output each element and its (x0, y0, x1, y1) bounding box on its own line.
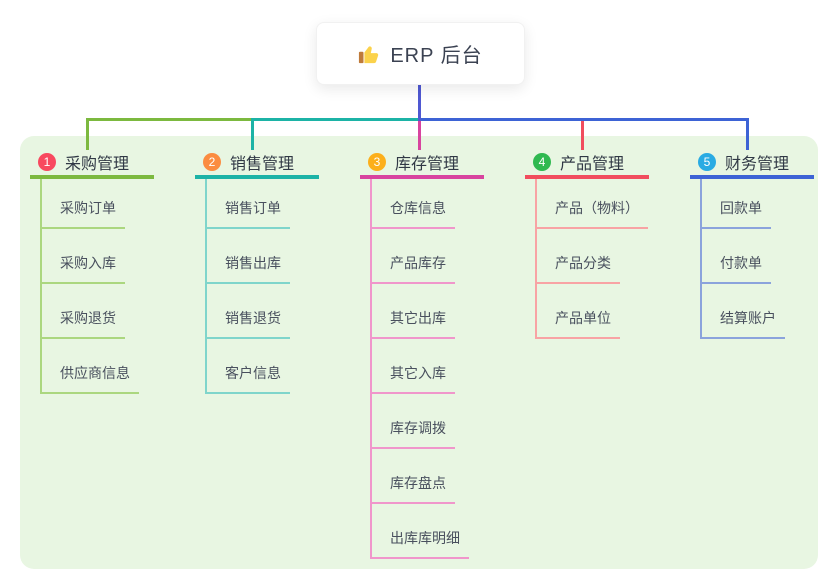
branches-panel (20, 136, 818, 569)
child-node[interactable]: 供应商信息 (42, 339, 154, 394)
child-label: 产品库存 (372, 253, 455, 284)
child-label: 产品单位 (537, 308, 620, 339)
child-label: 仓库信息 (372, 198, 455, 229)
child-label: 销售退货 (207, 308, 290, 339)
branch-header-procurement[interactable]: 1 采购管理 (30, 148, 154, 179)
connector-horizontal-branch1 (86, 118, 253, 121)
child-node[interactable]: 销售订单 (207, 179, 319, 229)
branch-title: 财务管理 (725, 155, 790, 173)
connector-drop-branch1 (86, 118, 89, 150)
child-label: 结算账户 (702, 308, 785, 339)
branch-column-inventory: 3 库存管理 仓库信息 产品库存 其它出库 其它入库 库存调拨 库存盘点 出库库… (360, 148, 484, 559)
child-label: 产品分类 (537, 253, 620, 284)
child-label: 供应商信息 (42, 363, 139, 394)
child-node[interactable]: 其它出库 (372, 284, 484, 339)
branch-title: 销售管理 (230, 155, 295, 173)
connector-root-line (418, 83, 421, 121)
root-node[interactable]: ERP 后台 (316, 22, 525, 85)
child-node[interactable]: 其它入库 (372, 339, 484, 394)
branch-number-badge: 5 (698, 152, 716, 171)
child-node[interactable]: 采购订单 (42, 179, 154, 229)
branch-column-procurement: 1 采购管理 采购订单 采购入库 采购退货 供应商信息 (30, 148, 154, 394)
child-label: 客户信息 (207, 363, 290, 394)
branch-children: 采购订单 采购入库 采购退货 供应商信息 (40, 179, 154, 394)
branch-header-finance[interactable]: 5 财务管理 (690, 148, 814, 179)
branch-children: 仓库信息 产品库存 其它出库 其它入库 库存调拨 库存盘点 出库库明细 (370, 179, 484, 559)
branch-title: 库存管理 (395, 155, 460, 173)
child-node[interactable]: 客户信息 (207, 339, 319, 394)
child-node[interactable]: 仓库信息 (372, 179, 484, 229)
child-node[interactable]: 库存盘点 (372, 449, 484, 504)
branch-number-badge: 1 (38, 152, 56, 171)
child-label: 库存盘点 (372, 473, 455, 504)
child-node[interactable]: 产品单位 (537, 284, 649, 339)
child-label: 采购退货 (42, 308, 125, 339)
child-node[interactable]: 产品（物料） (537, 179, 649, 229)
child-label: 出库库明细 (372, 528, 469, 559)
branch-column-sales: 2 销售管理 销售订单 销售出库 销售退货 客户信息 (195, 148, 319, 394)
branch-header-inventory[interactable]: 3 库存管理 (360, 148, 484, 179)
child-node[interactable]: 产品分类 (537, 229, 649, 284)
child-label: 产品（物料） (537, 198, 648, 229)
child-node[interactable]: 出库库明细 (372, 504, 484, 559)
child-node[interactable]: 销售出库 (207, 229, 319, 284)
branch-column-finance: 5 财务管理 回款单 付款单 结算账户 (690, 148, 814, 339)
child-node[interactable]: 结算账户 (702, 284, 814, 339)
branch-title: 产品管理 (560, 155, 625, 173)
branch-children: 回款单 付款单 结算账户 (700, 179, 814, 339)
child-label: 库存调拨 (372, 418, 455, 449)
child-label: 回款单 (702, 198, 771, 229)
connector-drop-branch2 (251, 118, 254, 150)
thumbs-up-icon (359, 45, 379, 63)
child-node[interactable]: 销售退货 (207, 284, 319, 339)
child-node[interactable]: 库存调拨 (372, 394, 484, 449)
connector-horizontal-branch2 (251, 118, 421, 121)
branch-column-product: 4 产品管理 产品（物料） 产品分类 产品单位 (525, 148, 649, 339)
child-label: 采购订单 (42, 198, 125, 229)
child-label: 销售出库 (207, 253, 290, 284)
branch-title: 采购管理 (65, 155, 130, 173)
connector-drop-branch4 (581, 118, 584, 150)
child-label: 其它入库 (372, 363, 455, 394)
child-node[interactable]: 回款单 (702, 179, 814, 229)
branch-children: 产品（物料） 产品分类 产品单位 (535, 179, 649, 339)
branch-children: 销售订单 销售出库 销售退货 客户信息 (205, 179, 319, 394)
child-node[interactable]: 付款单 (702, 229, 814, 284)
child-label: 采购入库 (42, 253, 125, 284)
child-node[interactable]: 产品库存 (372, 229, 484, 284)
branch-header-product[interactable]: 4 产品管理 (525, 148, 649, 179)
child-node[interactable]: 采购退货 (42, 284, 154, 339)
connector-drop-branch5 (746, 118, 749, 150)
branch-number-badge: 3 (368, 152, 386, 171)
connector-drop-branch3 (418, 118, 421, 150)
child-label: 销售订单 (207, 198, 290, 229)
child-label: 其它出库 (372, 308, 455, 339)
branch-number-badge: 4 (533, 152, 551, 171)
child-node[interactable]: 采购入库 (42, 229, 154, 284)
connector-horizontal-branch5 (418, 118, 749, 121)
branch-header-sales[interactable]: 2 销售管理 (195, 148, 319, 179)
root-label: ERP 后台 (390, 45, 483, 67)
child-label: 付款单 (702, 253, 771, 284)
branch-number-badge: 2 (203, 152, 221, 171)
